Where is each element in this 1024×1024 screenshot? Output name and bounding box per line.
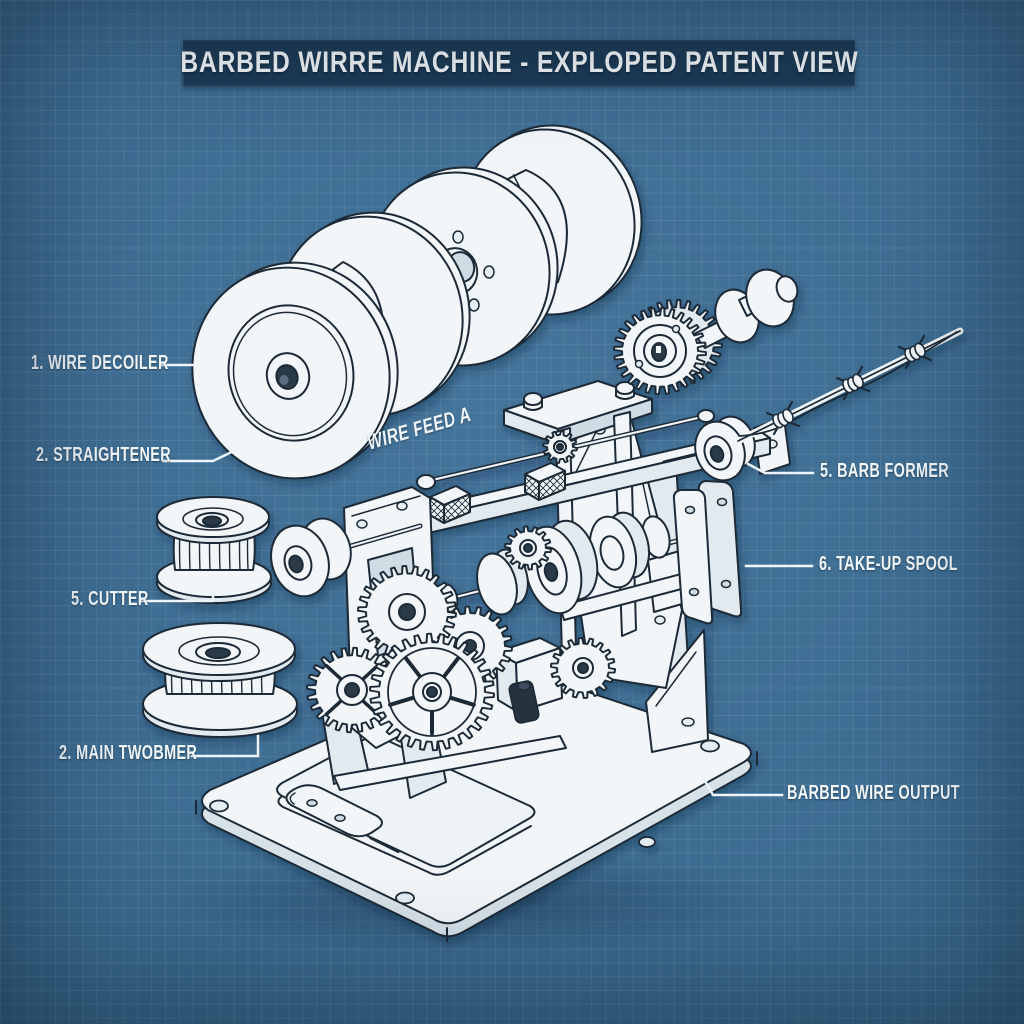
title-banner: BARBED WIRRE MACHINE - EXPLOPED PATENT V… bbox=[179, 40, 859, 86]
gear-train bbox=[306, 525, 616, 752]
feed-gear-assembly bbox=[613, 268, 799, 396]
leader-straightener bbox=[161, 443, 248, 463]
leader-lines bbox=[138, 363, 815, 797]
callout-cutter: 5. CUTTER bbox=[71, 588, 149, 610]
right-bracket bbox=[672, 480, 743, 625]
leader-cutter bbox=[138, 582, 215, 603]
crown-beam bbox=[503, 380, 653, 445]
barb-1 bbox=[765, 400, 801, 436]
guide-block-2 bbox=[524, 462, 566, 501]
callout-straightener: 2. STRAIGHTENER bbox=[36, 444, 172, 466]
page-title: BARBED WIRRE MACHINE - EXPLOPED PATENT V… bbox=[179, 46, 859, 79]
tension-pulley bbox=[270, 517, 423, 598]
callout-barb-former: 5. BARB FORMER bbox=[820, 460, 950, 482]
callout-wire-decoiler: 1. WIRE DECOILER bbox=[31, 352, 169, 374]
guide-block-1 bbox=[429, 485, 471, 524]
callout-take-up-spool: 6. TAKE-UP SPOOL bbox=[819, 553, 958, 575]
callout-main-twobmer: 2. MAIN TWOBMER bbox=[59, 742, 198, 764]
main-spool bbox=[142, 622, 298, 738]
barb-former-roller bbox=[662, 415, 756, 482]
callout-barbed-wire-output: BARBED WIRE OUTPUT bbox=[787, 782, 960, 804]
leader-barb-former bbox=[746, 462, 815, 475]
pedal-bar bbox=[285, 784, 383, 838]
barb-3 bbox=[897, 334, 933, 370]
decoiler-spools bbox=[191, 124, 643, 480]
barb-2 bbox=[835, 365, 871, 401]
leader-barbed-wire-output bbox=[692, 760, 784, 797]
cutter-spool bbox=[156, 496, 272, 604]
barbed-wire-strand bbox=[734, 327, 964, 445]
top-shaft bbox=[416, 409, 715, 490]
leader-main-twobmer bbox=[190, 734, 260, 758]
